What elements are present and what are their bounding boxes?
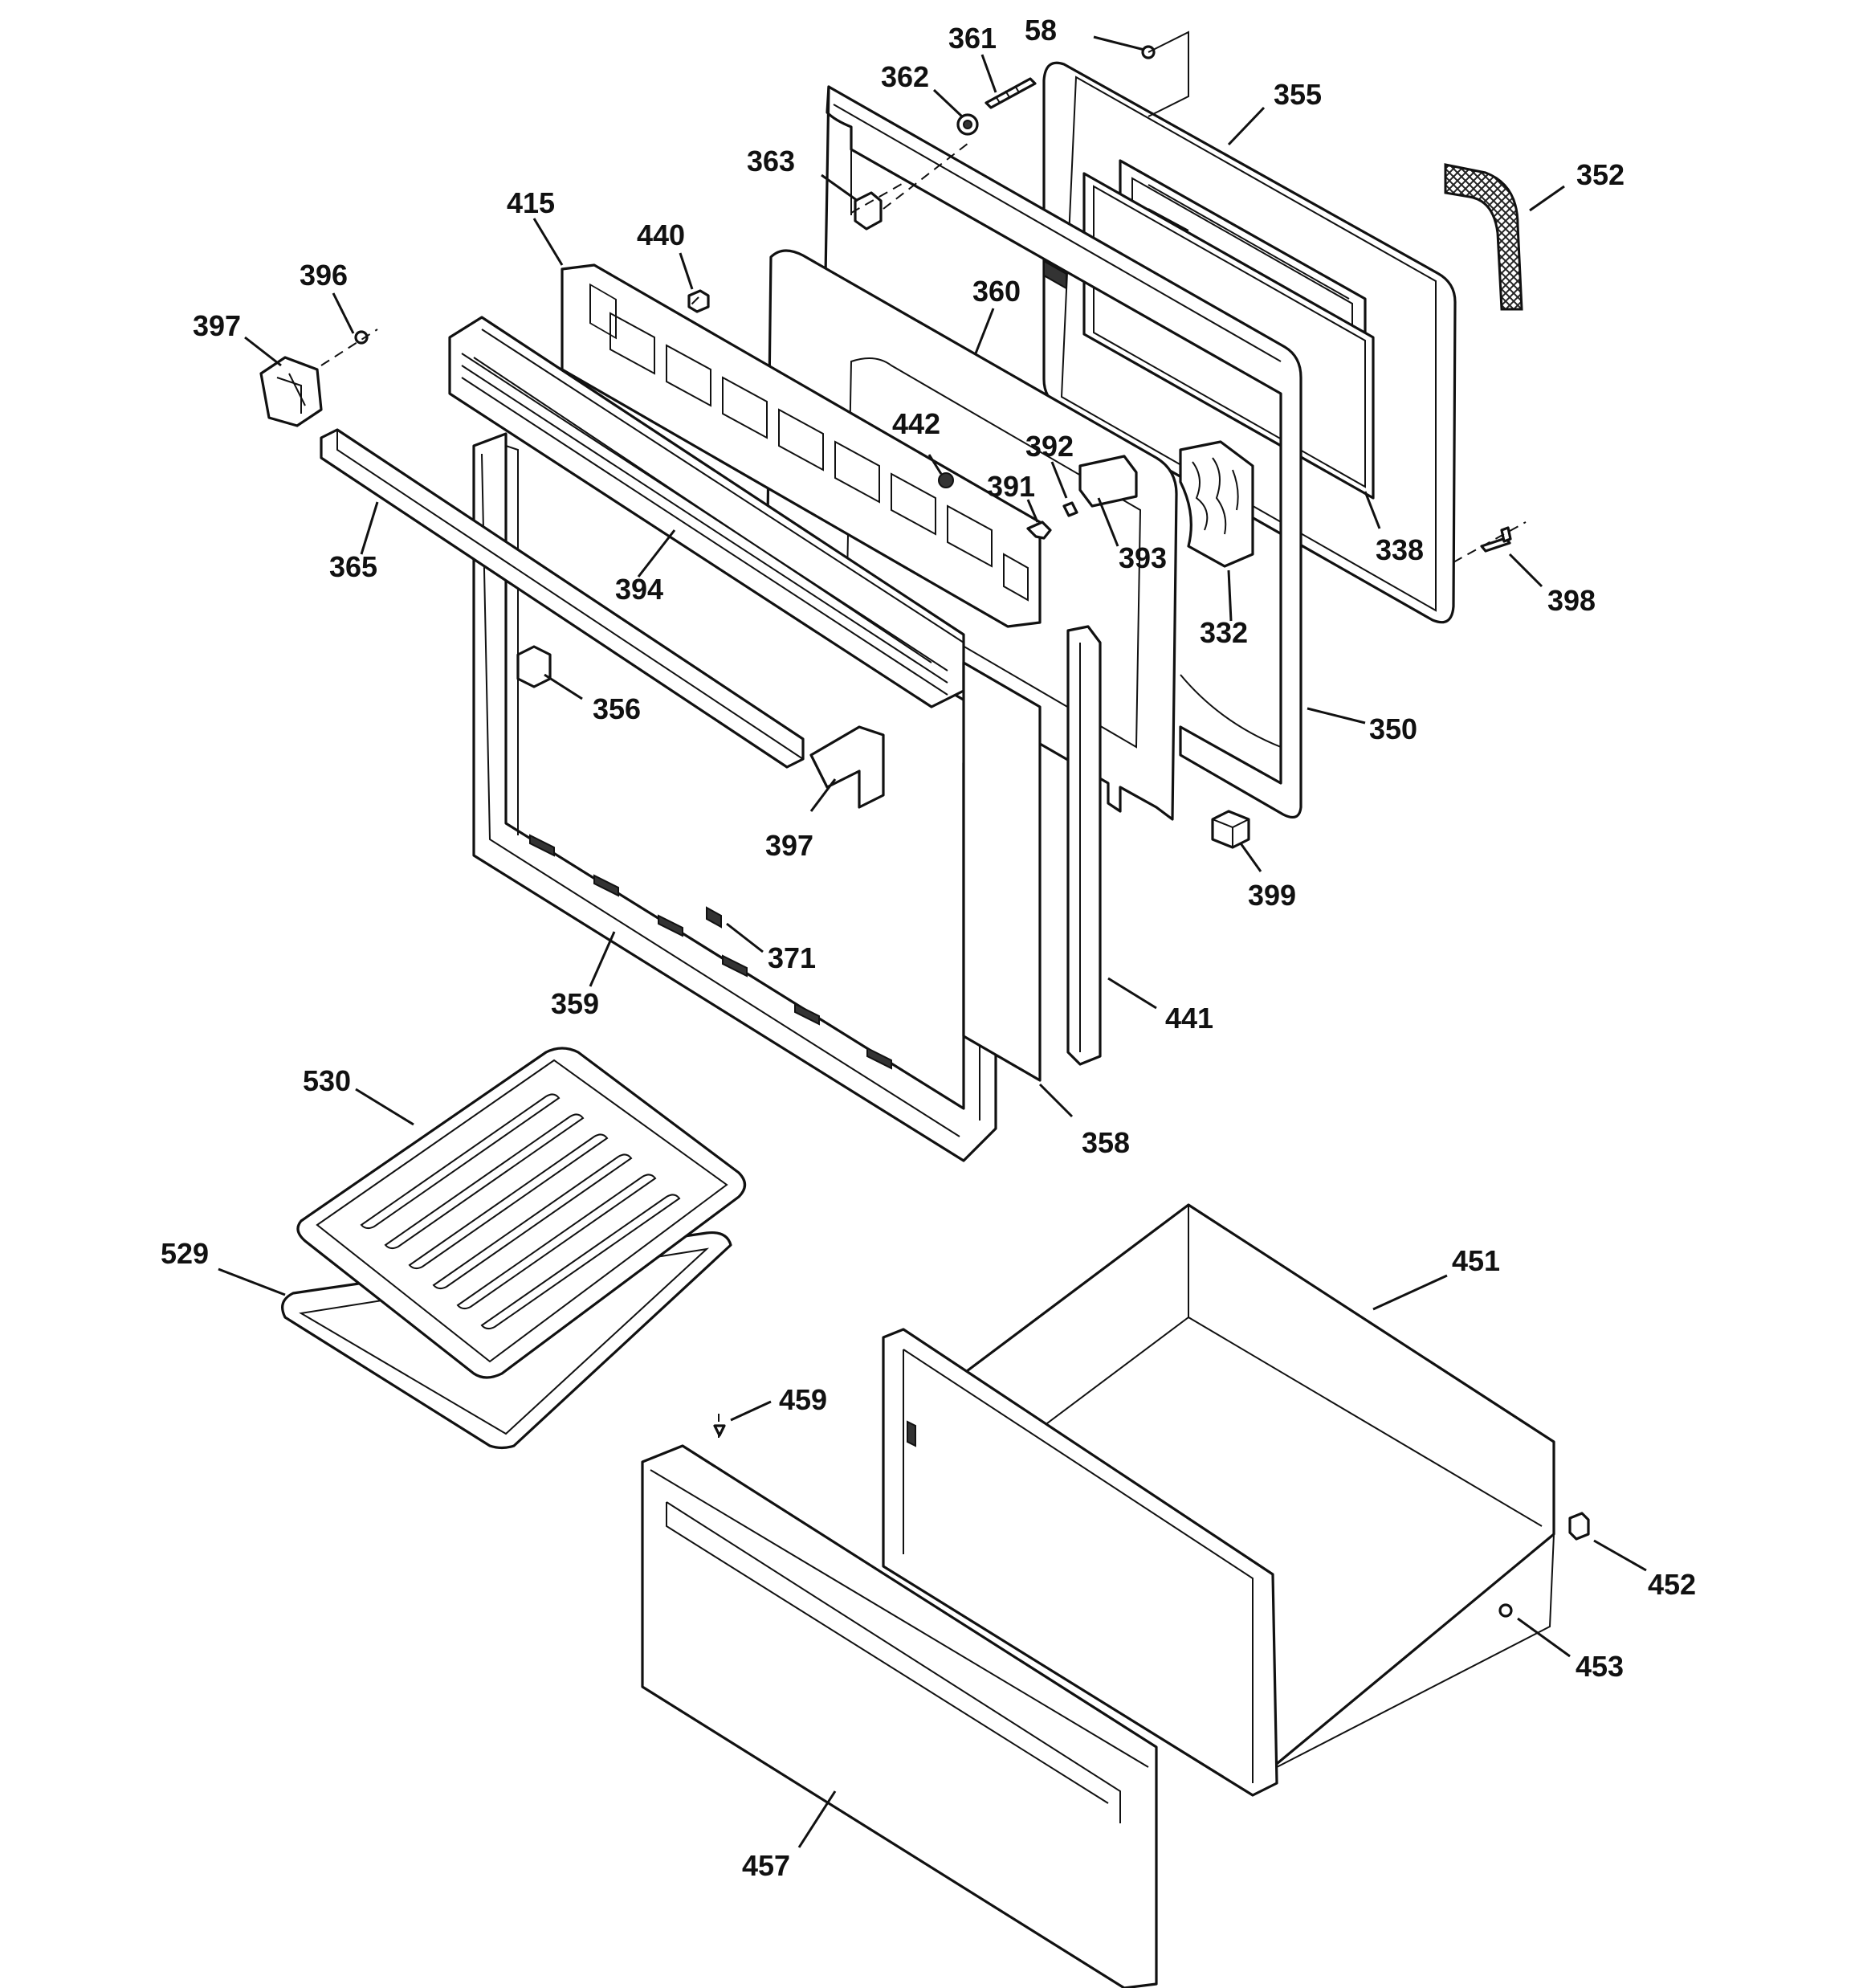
drawer-hardware xyxy=(713,1424,1590,1618)
callout-361: 361 xyxy=(948,22,997,55)
callout-441: 441 xyxy=(1165,1002,1213,1035)
door-bumper xyxy=(1211,810,1250,849)
callout-459: 459 xyxy=(779,1383,827,1416)
callout-363: 363 xyxy=(747,145,795,178)
callout-360: 360 xyxy=(972,275,1021,308)
callout-530: 530 xyxy=(303,1064,351,1097)
callout-332: 332 xyxy=(1200,616,1248,649)
side-trim xyxy=(1066,625,1102,1066)
callout-415: 415 xyxy=(507,186,555,219)
callout-398: 398 xyxy=(1547,584,1596,617)
alignment-lines xyxy=(320,31,1527,1438)
callout-452: 452 xyxy=(1648,1568,1696,1601)
callout-397-center: 397 xyxy=(765,829,813,862)
callout-labels: 58 361 362 355 352 363 415 440 396 397 3… xyxy=(161,14,1696,1882)
door-gasket xyxy=(1444,163,1523,311)
broiler-grid xyxy=(296,1047,747,1379)
callout-399: 399 xyxy=(1248,879,1296,912)
callout-358: 358 xyxy=(1082,1126,1130,1159)
callout-362: 362 xyxy=(881,60,929,93)
hardware xyxy=(354,45,1512,553)
callout-350: 350 xyxy=(1369,712,1417,745)
callout-394: 394 xyxy=(615,573,663,606)
callout-391: 391 xyxy=(987,470,1035,503)
callout-440: 440 xyxy=(637,218,685,251)
callout-529: 529 xyxy=(161,1237,209,1270)
callout-371: 371 xyxy=(768,941,816,974)
leader-lines xyxy=(218,35,1647,1848)
callout-58: 58 xyxy=(1025,14,1057,47)
handle-end-cap-left xyxy=(259,356,323,427)
callout-365: 365 xyxy=(329,550,377,583)
drawer-front-panel xyxy=(641,1444,1158,1988)
callout-338: 338 xyxy=(1376,533,1424,566)
door-handle xyxy=(320,428,805,769)
callout-355: 355 xyxy=(1274,78,1322,111)
door-glass xyxy=(962,661,1042,1082)
door-insulation xyxy=(1179,440,1254,568)
callout-453: 453 xyxy=(1576,1650,1624,1683)
callout-451: 451 xyxy=(1452,1244,1500,1277)
callout-396: 396 xyxy=(300,259,348,292)
callout-457: 457 xyxy=(742,1849,790,1882)
callout-356: 356 xyxy=(593,692,641,725)
callout-393: 393 xyxy=(1119,541,1167,574)
callout-352: 352 xyxy=(1576,158,1625,191)
callout-442: 442 xyxy=(892,407,940,440)
callout-359: 359 xyxy=(551,987,599,1020)
door-clip xyxy=(516,645,552,688)
drawer-inner-front xyxy=(882,1328,1278,1797)
callout-397-top: 397 xyxy=(193,309,241,342)
inner-door-liner xyxy=(821,85,1302,819)
callout-392: 392 xyxy=(1025,430,1074,463)
